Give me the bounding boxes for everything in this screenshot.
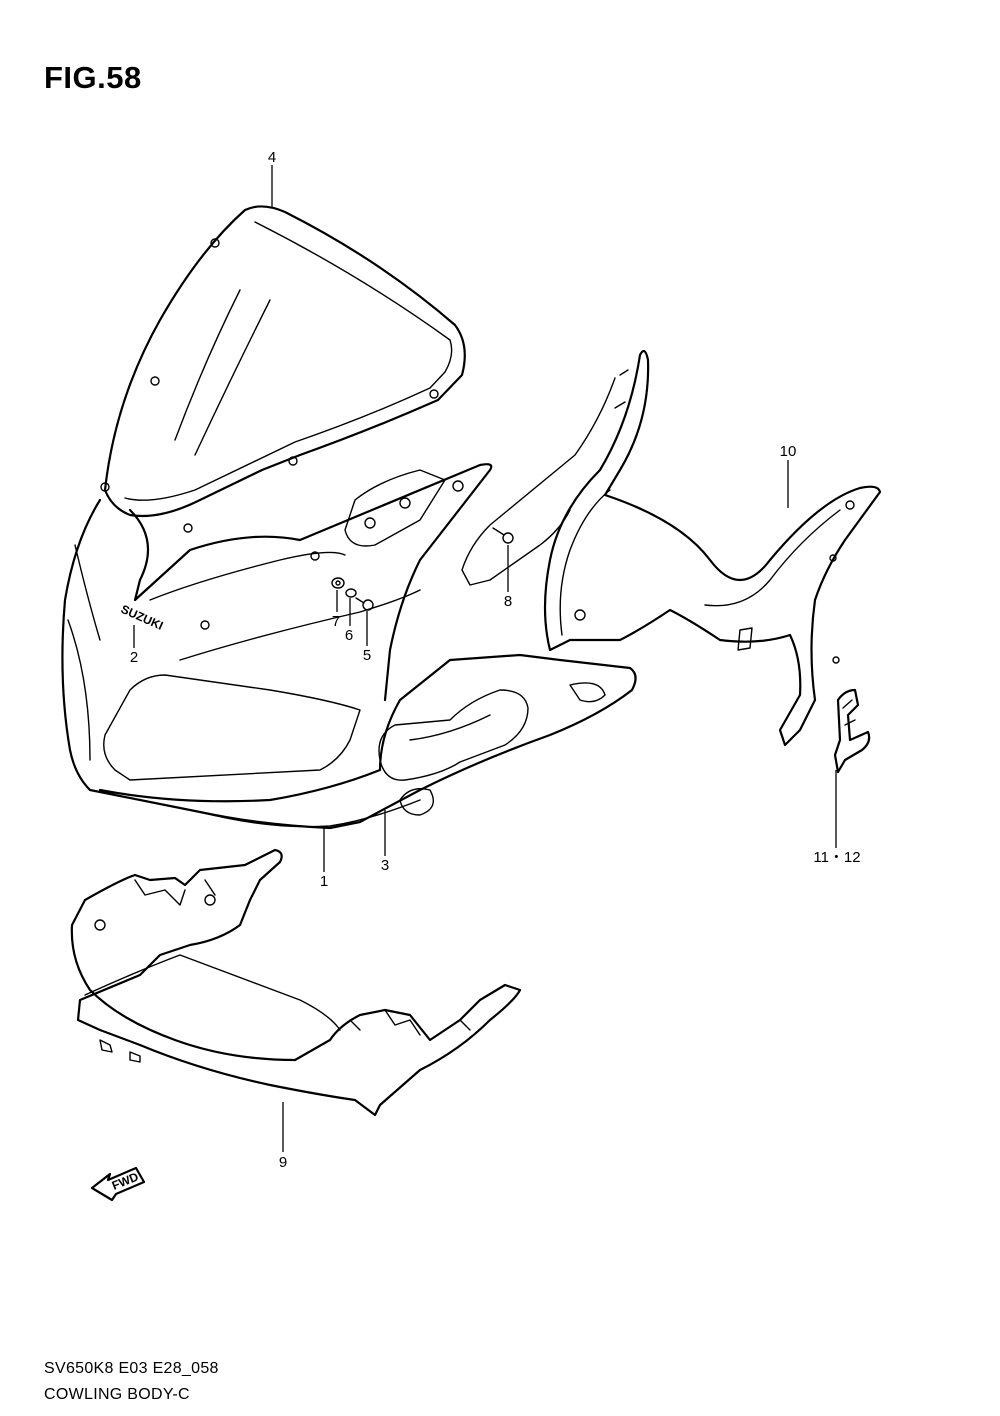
- fastener-screw-5[interactable]: [355, 597, 374, 611]
- callout-2: 2: [130, 649, 138, 666]
- callout-8: 8: [504, 593, 512, 610]
- figure-title: FIG.58: [44, 60, 142, 95]
- callout-3: 3: [381, 857, 389, 874]
- section-name: COWLING BODY-C: [44, 1386, 190, 1403]
- upper-cowling-part[interactable]: [61, 463, 637, 830]
- fastener-nut-6[interactable]: [345, 588, 357, 598]
- brand-logo-text: SUZUKI: [119, 602, 166, 633]
- callout-4: 4: [268, 149, 276, 166]
- cowling-brace-part[interactable]: [833, 688, 871, 774]
- model-emblem-part[interactable]: [378, 682, 606, 816]
- callout-9: 9: [279, 1154, 287, 1171]
- callout-6: 6: [345, 627, 353, 644]
- brand-emblem-part[interactable]: SUZUKI: [119, 602, 166, 633]
- inner-cowling-right-part[interactable]: [461, 349, 882, 747]
- callout-11-12: 11・12: [813, 849, 860, 866]
- fastener-screw-8[interactable]: [492, 527, 514, 544]
- forward-arrow-icon: FWD: [90, 1166, 146, 1202]
- callout-1: 1: [320, 873, 328, 890]
- callout-5: 5: [363, 647, 371, 664]
- windscreen-part[interactable]: [100, 205, 466, 533]
- fastener-washer-7[interactable]: [331, 577, 345, 589]
- callout-10: 10: [780, 443, 797, 460]
- model-code: SV650K8 E03 E28_058: [44, 1360, 219, 1377]
- under-cowling-part[interactable]: [70, 848, 522, 1117]
- callout-7: 7: [332, 613, 340, 630]
